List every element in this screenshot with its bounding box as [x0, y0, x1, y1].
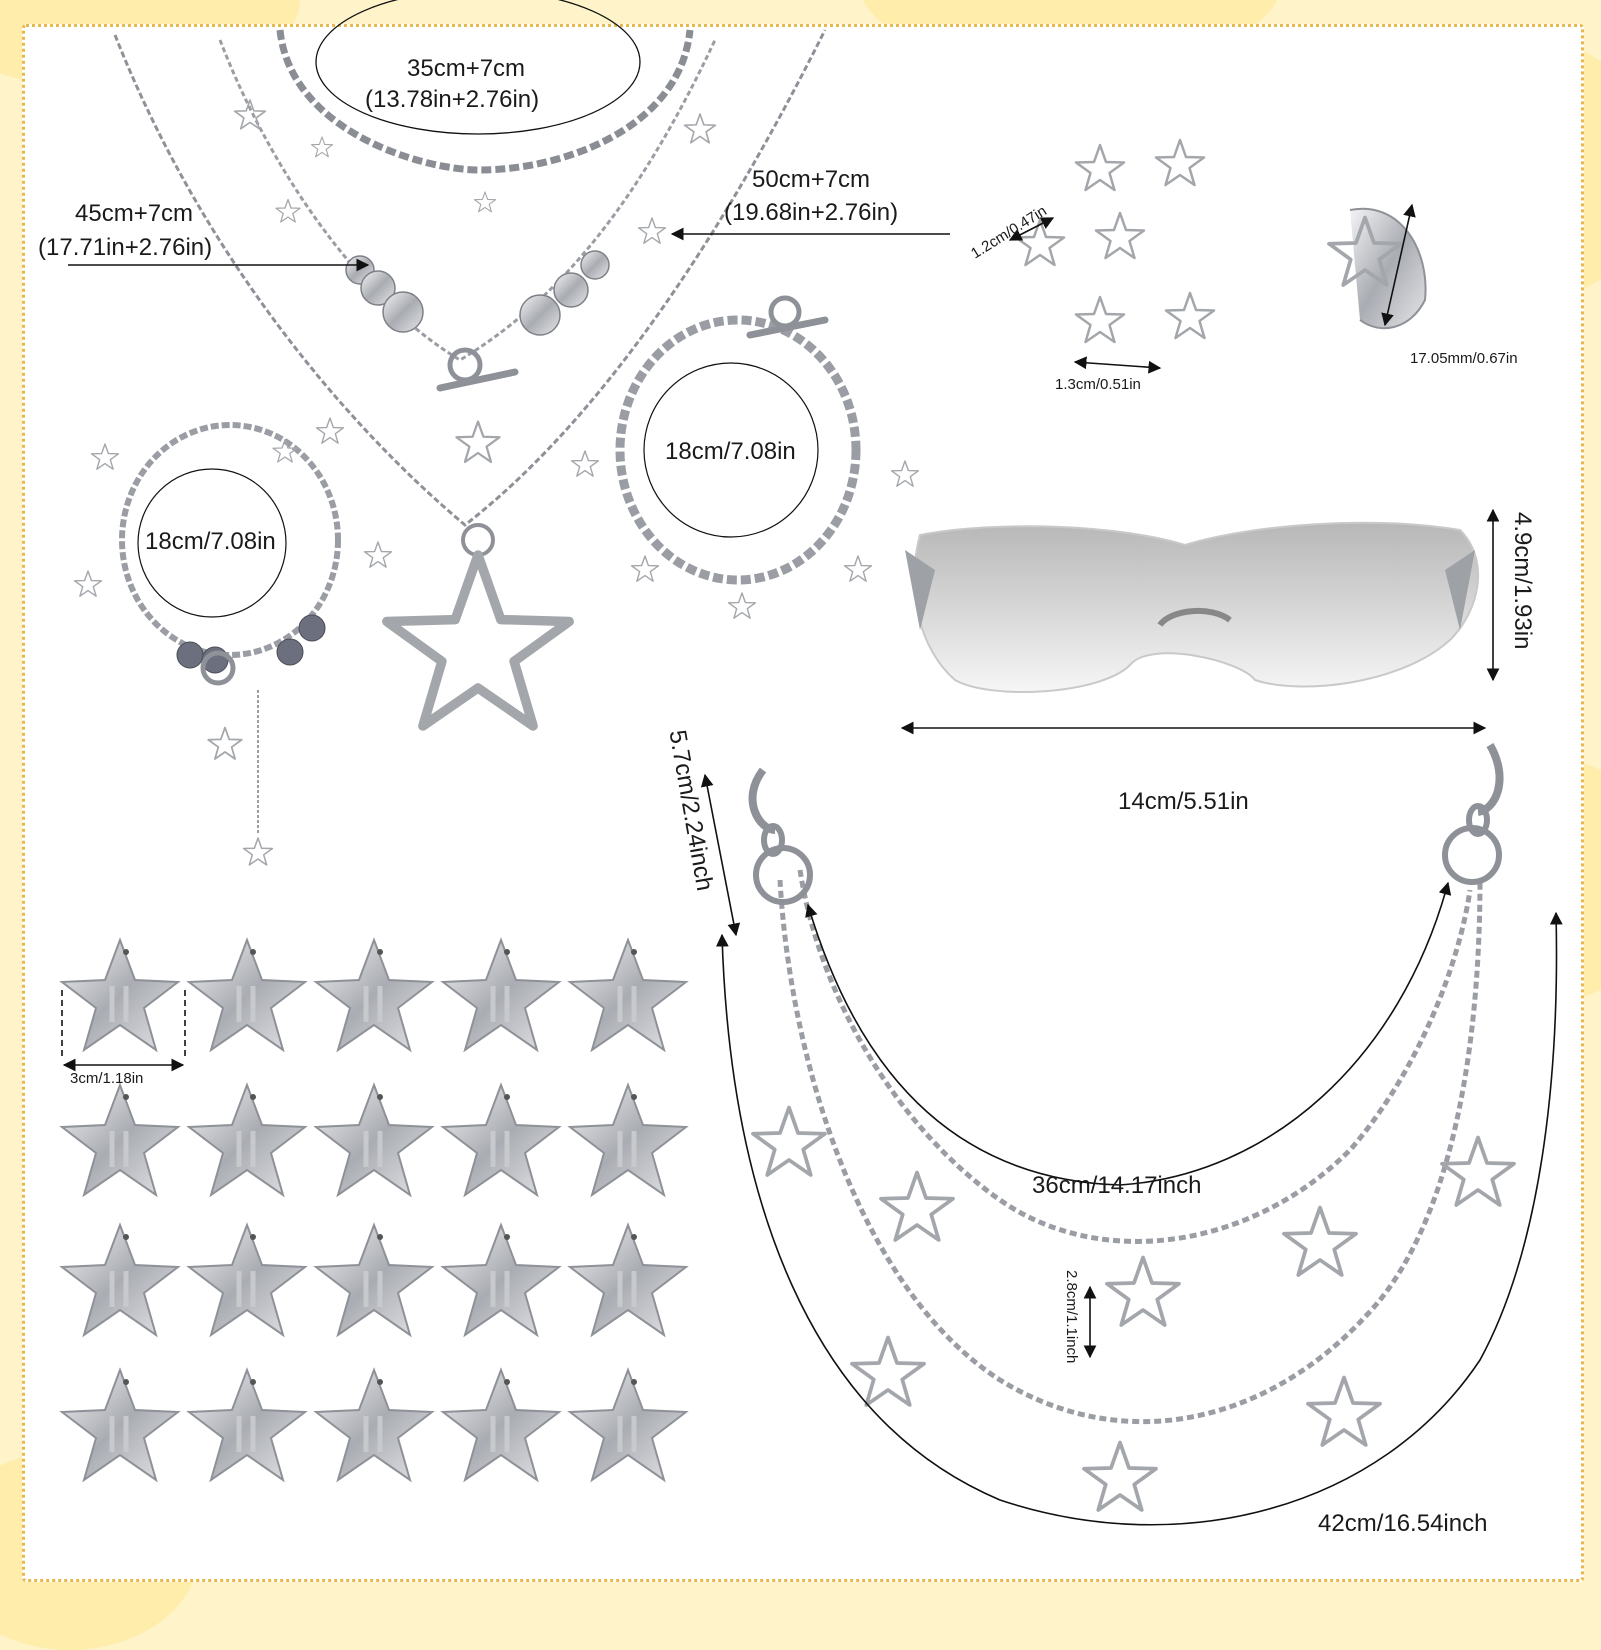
- left-bracelet-length-label: 18cm/7.08in: [145, 528, 276, 555]
- hair-clip-width-label: 3cm/1.18in: [70, 1070, 144, 1087]
- earring-height-label: 1.3cm/0.51in: [1055, 376, 1141, 393]
- long-chain-necklace: [113, 29, 827, 527]
- chain-necklace-length-label: 50cm+7cm: [752, 166, 871, 193]
- choker-length-inch-label: (13.78in+2.76in): [365, 86, 540, 113]
- choker-length-label: 35cm+7cm: [407, 55, 526, 82]
- waist-chain-outer-length-label: 42cm/16.54inch: [1318, 1510, 1488, 1537]
- sunglasses-icon: [905, 521, 1480, 693]
- ring-size-label: 17.05mm/0.67in: [1410, 350, 1518, 367]
- right-bracelet-length-label: 18cm/7.08in: [665, 438, 796, 465]
- waist-chain: [777, 869, 1483, 1425]
- product-frame: [22, 24, 1584, 1582]
- bead-necklace-length-label: 45cm+7cm: [75, 200, 194, 227]
- chain-star-size-label: 2.8cm/1.1inch: [1063, 1270, 1080, 1364]
- star-earring-icon: [1014, 138, 1216, 344]
- chain-necklace-length-inch-label: (19.68in+2.76in): [724, 199, 899, 226]
- clasp-icon: [748, 743, 1504, 905]
- star-hair-clip-grid: [62, 940, 686, 1480]
- glasses-width-label: 14cm/5.51in: [1118, 788, 1249, 815]
- choker-chain: [276, 29, 694, 174]
- product-illustration: [0, 0, 1563, 1526]
- waist-chain-inner-length-label: 36cm/14.17inch: [1032, 1172, 1202, 1199]
- glasses-height-label: 4.9cm/1.93in: [1509, 512, 1536, 650]
- bead-necklace-length-inch-label: (17.71in+2.76in): [38, 234, 213, 261]
- star-ring-icon: [1327, 207, 1427, 330]
- bead-necklace: [218, 39, 717, 362]
